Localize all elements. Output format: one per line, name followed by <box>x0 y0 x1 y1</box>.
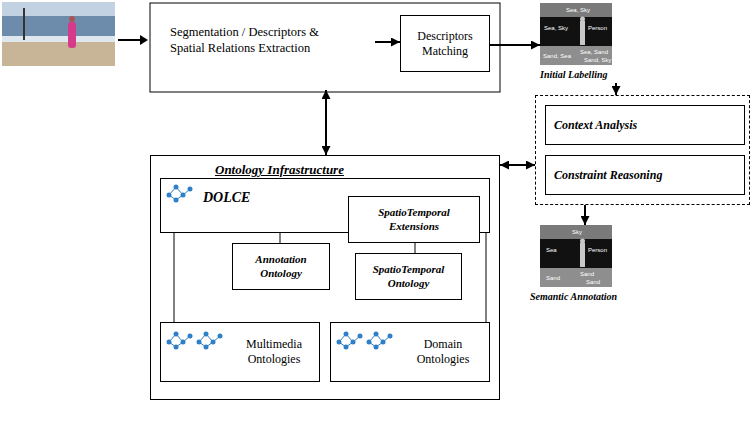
process-group: Context AnalysisConstraint Reasoning <box>535 95 750 205</box>
connector-line <box>486 233 487 322</box>
sky-region <box>540 3 612 17</box>
process-label: Segmentation / Descriptors & Spatial Rel… <box>152 5 375 90</box>
node-label: Descriptors Matching <box>405 29 485 59</box>
connector-arrow <box>375 41 400 43</box>
image-background <box>540 3 612 65</box>
region-label: Sea <box>546 247 557 253</box>
node-label: Context Analysis <box>554 118 736 133</box>
person-region <box>580 239 585 244</box>
connector-line <box>415 243 416 253</box>
sand-region <box>540 268 612 287</box>
input-arrow <box>118 39 140 41</box>
node-label: Multimedia Ontologies <box>233 337 315 367</box>
photo-person-head <box>69 16 75 22</box>
extraction-frame <box>150 3 500 92</box>
node-label: Domain Ontologies <box>401 337 485 367</box>
region-label: Sand, Sea <box>543 53 571 59</box>
person-region <box>580 17 585 22</box>
region-label: Sand <box>586 279 600 285</box>
region-label: Sea, Sand <box>580 49 608 55</box>
node-label: Segmentation / Descriptors & Spatial Rel… <box>170 25 345 56</box>
ontology-group-box: Multimedia Ontologies <box>160 322 320 382</box>
region-label: Sea, Sky <box>566 7 590 13</box>
node-label: Annotation Ontology <box>236 253 326 281</box>
region-label: Sand <box>546 275 560 281</box>
node-label: Ontology Infrastructure <box>215 162 499 178</box>
node-label: SpatioTemporal Ontology <box>359 263 458 291</box>
ontology-frame: Ontology InfrastructureDOLCESpatioTempor… <box>150 155 500 400</box>
image-panel: SkySeaPersonSandSandSandSemantic Annotat… <box>528 225 628 307</box>
connector-line <box>174 233 175 322</box>
process-box: Context Analysis <box>545 105 745 145</box>
process-box: Descriptors Matching <box>400 15 490 72</box>
connector-arrow <box>325 90 327 155</box>
connector-arrow <box>500 164 535 166</box>
connector-arrow <box>615 83 617 95</box>
image-caption: Semantic Annotation <box>530 291 617 303</box>
photo-sky <box>2 2 115 66</box>
input-arrow-head <box>140 35 148 45</box>
region-label: Sand <box>580 271 594 277</box>
node-label: DOLCE <box>203 189 489 207</box>
ontology-box: SpatioTemporal Extensions <box>348 196 480 243</box>
region-label: Sky <box>572 229 582 235</box>
network-icon <box>167 332 193 350</box>
region-label: Person <box>588 247 607 253</box>
photo-foam <box>2 36 115 42</box>
beach-photo <box>2 2 115 66</box>
sand-region <box>540 46 612 65</box>
connector-arrow <box>584 205 586 225</box>
photo-pole <box>23 8 25 40</box>
network-icon <box>197 332 223 350</box>
connector-arrow <box>490 44 540 46</box>
photo-person <box>68 22 76 48</box>
image-background <box>540 225 612 287</box>
network-icon <box>337 332 363 350</box>
photo-sand <box>2 42 115 66</box>
region-label: Sand, Sky <box>584 57 611 63</box>
region-label: Sea, Sky <box>544 25 568 31</box>
ontology-box: Annotation Ontology <box>232 243 330 290</box>
process-box: Constraint Reasoning <box>545 155 745 195</box>
network-icon <box>367 332 393 350</box>
sky-region <box>540 225 612 239</box>
region-label: Person <box>588 25 607 31</box>
node-label: SpatioTemporal Extensions <box>352 206 476 234</box>
segmented-image <box>540 225 612 287</box>
photo-sea <box>2 16 115 36</box>
network-icon <box>167 185 193 203</box>
segmented-image <box>540 3 612 65</box>
person-region <box>580 243 585 267</box>
ontology-box: SpatioTemporal Ontology <box>355 253 462 300</box>
image-caption: Initial Labelling <box>540 69 608 81</box>
connector-line <box>280 233 281 243</box>
image-panel: Sea, SkySea, SkyPersonSand, SeaSea, Sand… <box>540 3 628 83</box>
person-region <box>580 21 585 45</box>
ontology-group-box: Domain Ontologies <box>330 322 490 382</box>
node-label: Constraint Reasoning <box>554 168 736 183</box>
